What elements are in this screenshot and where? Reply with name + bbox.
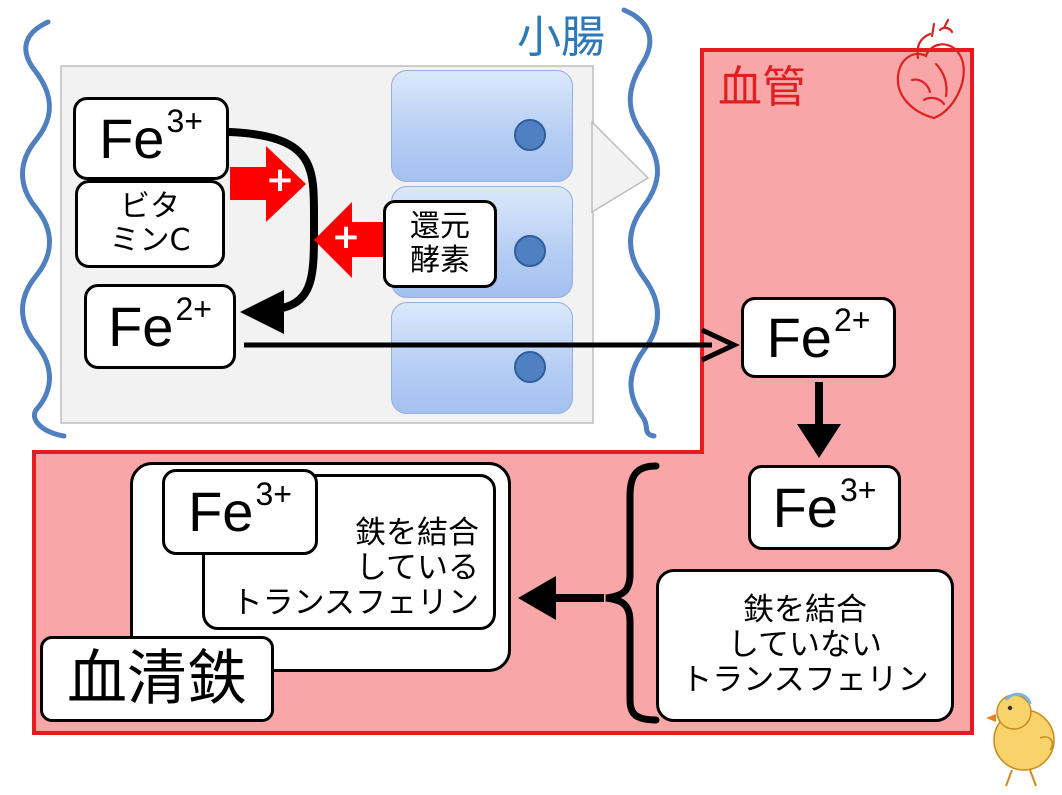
blood-fe3-ion-box: Fe3+ bbox=[748, 465, 901, 550]
vitamin-c-box: ビタ ミンC bbox=[75, 180, 225, 268]
intestinal-cell bbox=[391, 70, 573, 182]
intestine-fe2-ion-box: Fe2+ bbox=[84, 284, 236, 369]
unbound-transferrin-box: 鉄を結合 していない トランスフェリン bbox=[656, 569, 954, 722]
reduction-curve-arrow bbox=[226, 128, 319, 314]
cell-nucleus bbox=[514, 351, 546, 383]
absorption-arrowhead bbox=[700, 327, 740, 363]
intestine-right-brace bbox=[621, 7, 660, 439]
heart-icon bbox=[896, 18, 965, 120]
reduction-arrowhead bbox=[240, 290, 284, 334]
binding-arrowhead bbox=[518, 576, 556, 620]
chick-icon bbox=[986, 692, 1055, 787]
blood-vessel-label: 血管 bbox=[718, 62, 806, 113]
reductase-box: 還元 酵素 bbox=[383, 200, 497, 288]
serum-iron-label-box: 血清鉄 bbox=[40, 636, 274, 722]
fe3-ion: Fe3+ bbox=[772, 471, 877, 539]
intestine-fe3-ion-box: Fe3+ bbox=[73, 97, 229, 180]
serum-iron-label: 血清鉄 bbox=[67, 644, 247, 714]
binding-bracket bbox=[605, 462, 660, 724]
cell-nucleus bbox=[514, 235, 546, 267]
oxidation-arrowhead bbox=[797, 424, 841, 458]
fe2-ion: Fe2+ bbox=[108, 290, 212, 358]
intestine-left-brace bbox=[20, 19, 67, 439]
reductase-promote-arrow bbox=[314, 202, 384, 278]
unbound-transferrin-label: 鉄を結合 していない トランスフェリン bbox=[681, 591, 929, 698]
bound-transferrin-label: 鉄を結合 している トランスフェリン bbox=[231, 514, 479, 621]
reductase-promote-sign: + bbox=[331, 217, 361, 257]
cell-callout bbox=[591, 120, 650, 214]
vitamin-c-label: ビタ ミンC bbox=[109, 189, 191, 258]
cell-nucleus bbox=[514, 119, 546, 151]
vitamin-c-promote-arrow bbox=[230, 146, 306, 222]
blood-fe2-ion-box: Fe2+ bbox=[741, 297, 896, 378]
fe3-ion: Fe3+ bbox=[188, 476, 292, 543]
vitamin-c-promote-sign: + bbox=[265, 160, 295, 200]
serum-fe3-ion-box: Fe3+ bbox=[162, 469, 318, 555]
intestinal-cell bbox=[391, 302, 573, 414]
fe3-ion: Fe3+ bbox=[99, 102, 203, 170]
reductase-label: 還元 酵素 bbox=[410, 209, 470, 278]
intestine-label: 小腸 bbox=[517, 12, 605, 63]
fe2-ion: Fe2+ bbox=[766, 301, 871, 369]
